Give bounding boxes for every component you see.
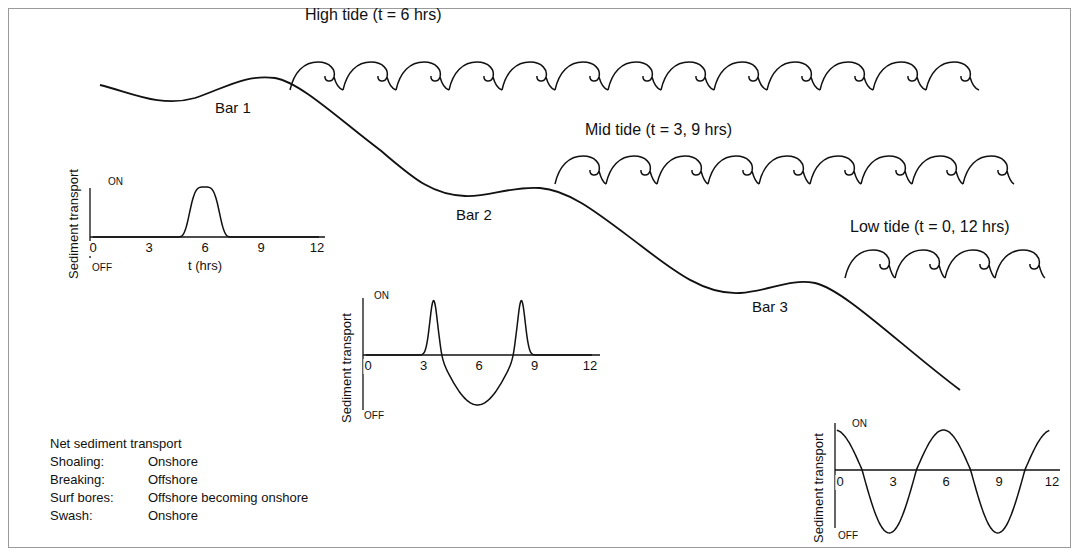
tide-label: Low tide (t = 0, 12 hrs) [850, 218, 1010, 236]
wave-curl [820, 62, 873, 90]
axis-title: Sediment transport [340, 313, 355, 423]
transport-curve [93, 187, 319, 237]
wave-curl [895, 250, 945, 278]
wave-curl [873, 62, 926, 90]
transport-curve [837, 430, 1049, 533]
process-name: Shoaling: [50, 455, 104, 470]
wave-curl [767, 62, 820, 90]
axis-end-label: ON [108, 176, 123, 188]
axis-tick: 12 [582, 359, 598, 374]
wave-curl [714, 62, 767, 90]
wave-curl [608, 62, 661, 90]
axis-tick: 9 [994, 475, 1003, 490]
axis-tick: 0 [88, 241, 97, 256]
wave-curl [343, 62, 396, 90]
bar-label: Bar 3 [752, 298, 788, 315]
axis-tick: 0 [363, 359, 372, 374]
bar-label: Bar 1 [215, 99, 251, 116]
process-name: Swash: [50, 509, 93, 524]
axis-tick: 12 [1044, 475, 1060, 490]
axis-tick: 9 [256, 241, 265, 256]
axis-title: t (hrs) [188, 259, 222, 274]
frame [9, 9, 1071, 548]
axis-tick: 3 [144, 241, 153, 256]
waves [290, 62, 1045, 278]
wave-curl [555, 156, 606, 184]
axis-tick: 12 [309, 241, 325, 256]
transport-direction: Onshore [148, 509, 198, 524]
process-name: Surf bores: [50, 491, 114, 506]
transport-direction: Offshore becoming onshore [148, 491, 308, 506]
axis-end-label: OFF [92, 262, 112, 274]
axis-tick: 3 [888, 475, 897, 490]
wave-curl [926, 62, 979, 90]
wave-curl [912, 156, 963, 184]
axis-end-label: ON [852, 418, 867, 430]
process-name: Breaking: [50, 473, 105, 488]
wave-curl [657, 156, 708, 184]
wave-curl [708, 156, 759, 184]
axis-tick: 9 [530, 359, 539, 374]
wave-curl [606, 156, 657, 184]
axis-tick: 3 [419, 359, 428, 374]
axis-tick: 6 [941, 475, 950, 490]
legend-heading: Net sediment transport [50, 437, 182, 452]
transport-direction: Onshore [148, 455, 198, 470]
tide-label: Mid tide (t = 3, 9 hrs) [585, 121, 732, 139]
axis-title: Sediment transport [812, 433, 827, 543]
wave-curl [555, 62, 608, 90]
wave-curl [396, 62, 449, 90]
wave-curl [502, 62, 555, 90]
axis-tick: 6 [474, 359, 483, 374]
wave-curl [810, 156, 861, 184]
axis-end-label: ON [374, 290, 389, 302]
axis-tick: 6 [200, 241, 209, 256]
wave-curl [963, 156, 1014, 184]
wave-curl [661, 62, 714, 90]
tide-label: High tide (t = 6 hrs) [305, 6, 442, 24]
wave-curl [845, 250, 895, 278]
wave-curl [995, 250, 1045, 278]
seabed-profile [100, 77, 960, 390]
wave-curl [449, 62, 502, 90]
wave-curl [290, 62, 343, 90]
axis-title: Sediment transport [67, 169, 82, 279]
wave-curl [945, 250, 995, 278]
transport-curves [93, 187, 1049, 533]
wave-curl [861, 156, 912, 184]
transport-direction: Offshore [148, 473, 198, 488]
axis-end-label: OFF [364, 410, 384, 422]
wave-curl [759, 156, 810, 184]
axis-tick: 0 [835, 475, 844, 490]
axis-end-label: OFF [838, 530, 858, 542]
transport-curve [366, 301, 592, 405]
bar-label: Bar 2 [456, 206, 492, 223]
